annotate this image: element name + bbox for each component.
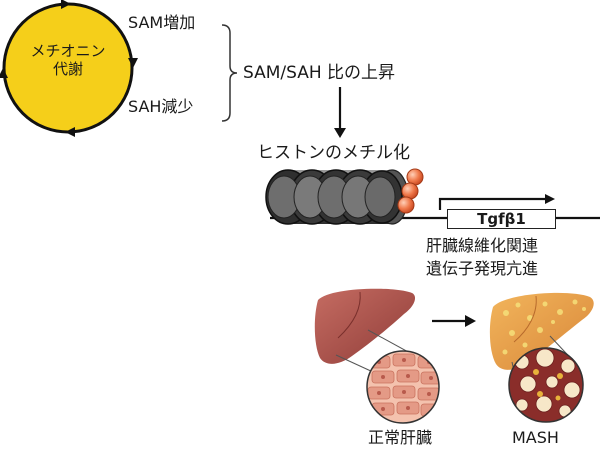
cycle-label-line1: メチオニン	[30, 42, 106, 60]
mash-label: MASH	[512, 428, 559, 447]
liver-icon	[314, 288, 416, 364]
methionine-cycle-label: メチオニン 代謝	[2, 42, 134, 78]
gene-box: Tgfβ1	[447, 209, 556, 229]
cycle-arrow-icon	[128, 58, 138, 68]
ratio-increase-label: SAM/SAH 比の上昇	[243, 63, 396, 83]
progression-arrow-icon	[432, 315, 476, 327]
tissue-magnifier-icon	[508, 335, 584, 423]
cycle-label-line2: 代謝	[52, 60, 83, 78]
cycle-arrow-icon	[61, 0, 71, 9]
histone-methylation-label: ヒストンのメチル化	[257, 143, 410, 163]
cycle-arrow-icon	[65, 127, 75, 137]
down-arrow-icon	[334, 87, 346, 138]
liver-icon	[489, 292, 594, 370]
cycle-arrow-icon	[0, 68, 8, 78]
bracket	[221, 24, 238, 122]
sah-decrease-label: SAH減少	[128, 97, 194, 116]
methionine-cycle	[0, 0, 138, 137]
tissue-magnifier-icon	[335, 329, 440, 424]
sam-increase-label: SAM増加	[128, 13, 196, 32]
gene-name: Tgfβ1	[477, 210, 526, 228]
normal-liver-label: 正常肝臓	[368, 428, 433, 447]
methyl-group-icon	[397, 168, 424, 214]
nucleosome-icon	[265, 169, 409, 225]
transcription-arrow-icon	[438, 194, 555, 210]
gene-description-line2: 遺伝子発現亢進	[426, 259, 539, 278]
gene-description-line1: 肝臓線維化関連	[426, 236, 539, 255]
